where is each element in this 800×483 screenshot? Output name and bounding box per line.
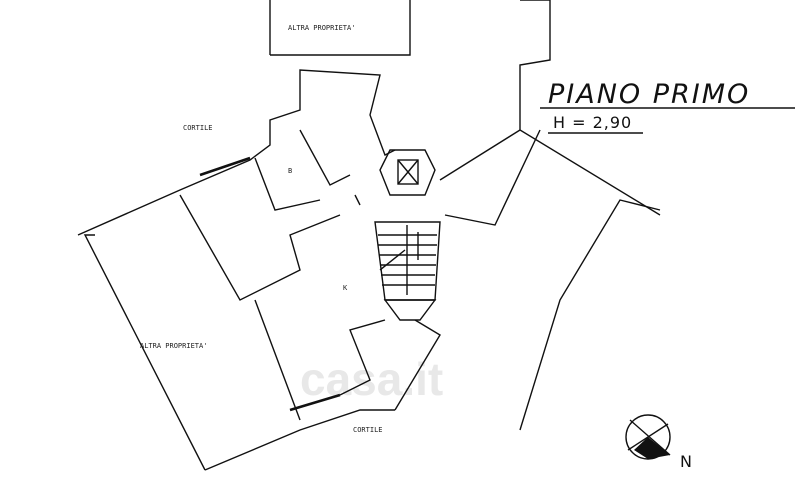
label-top-property: ALTRA PROPRIETA' [288, 24, 355, 32]
watermark: casa.it [300, 353, 443, 405]
walls [77, 0, 661, 471]
lift-shaft [379, 149, 436, 196]
north-label: N [680, 452, 693, 471]
height-label: H = 2,90 [553, 113, 632, 132]
label-left-property: ALTRA PROPRIETA' [140, 342, 207, 350]
label-bottom-courtyard: CORTILE [353, 426, 383, 434]
label-room-b: B [288, 167, 292, 175]
label-top-courtyard: CORTILE [183, 124, 213, 132]
plan-title: PIANO PRIMO [548, 79, 750, 110]
north-compass-icon [625, 414, 671, 460]
label-room-k: K [343, 284, 348, 292]
staircase [374, 221, 441, 321]
